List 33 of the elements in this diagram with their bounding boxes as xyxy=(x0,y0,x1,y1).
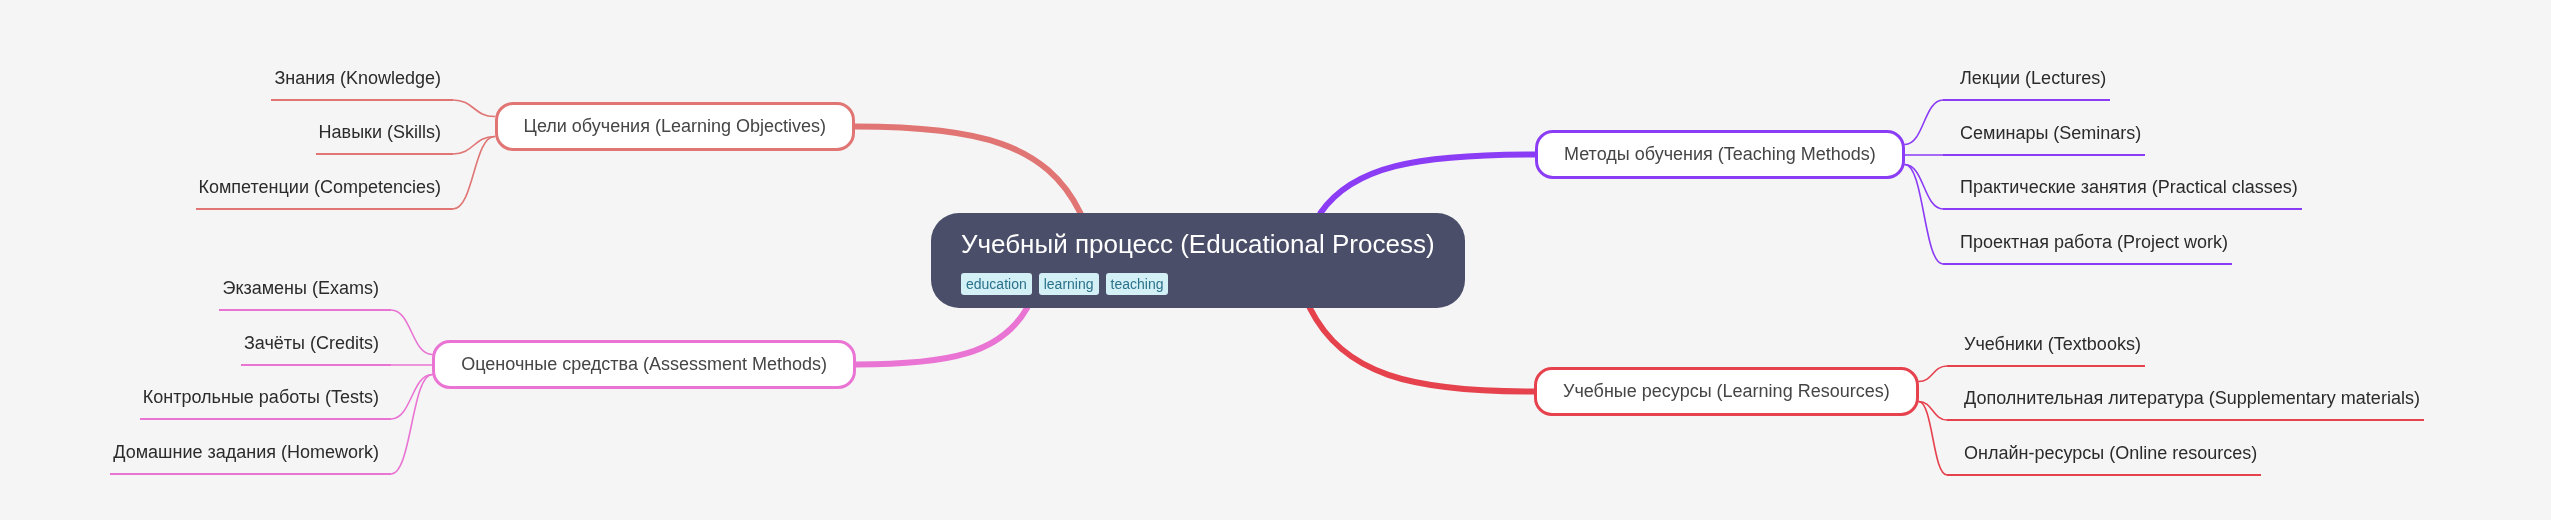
subtopic-item: Дополнительная литература (Supplementary materials) xyxy=(1947,385,2424,421)
connector-line xyxy=(452,135,496,210)
subtopic-item: Лекции (Lectures) xyxy=(1943,65,2111,101)
keyword-tag: education xyxy=(961,273,1032,295)
topic-box: Методы обучения (Teaching Methods) xyxy=(1535,130,1905,179)
subtopic-item: Домашние задания (Homework) xyxy=(110,439,391,475)
subtopic-item: Контрольные работы (Tests) xyxy=(139,384,391,420)
connector-line xyxy=(1917,365,1948,383)
topic-box: Цели обучения (Learning Objectives) xyxy=(494,102,855,151)
subtopic-item: Семинары (Seminars) xyxy=(1943,120,2146,156)
connector-line xyxy=(390,364,434,366)
central-topic-box xyxy=(931,213,1465,308)
subtopic-item: Знания (Knowledge) xyxy=(271,65,453,101)
connector-line xyxy=(390,373,434,475)
connector-line xyxy=(390,309,434,356)
keyword-tag: learning xyxy=(1038,273,1099,295)
subtopic-item: Компетенции (Competencies) xyxy=(195,174,453,210)
subtopic-item: Проектная работа (Project work) xyxy=(1943,229,2232,265)
subtopic-item: Учебники (Textbooks) xyxy=(1947,331,2145,367)
connector-line xyxy=(1917,400,1948,476)
keyword-tag: teaching xyxy=(1105,273,1169,295)
connector-line xyxy=(452,99,496,118)
subtopic-item: Навыки (Skills) xyxy=(315,119,453,155)
topic-box: Учебные ресурсы (Learning Resources) xyxy=(1534,367,1919,416)
subtopic-item: Практические занятия (Practical classes) xyxy=(1943,174,2302,210)
connector-line xyxy=(1904,163,1944,265)
topic-box: Оценочные средства (Assessment Methods) xyxy=(432,340,856,389)
connector-line xyxy=(1904,99,1944,146)
subtopic-item: Зачёты (Credits) xyxy=(240,330,391,366)
central-topic-title: Учебный процесс (Educational Process) xyxy=(961,229,1435,259)
subtopic-item: Онлайн-ресурсы (Online resources) xyxy=(1947,440,2262,476)
connector-line xyxy=(1904,154,1944,156)
subtopic-item: Экзамены (Exams) xyxy=(219,275,391,311)
